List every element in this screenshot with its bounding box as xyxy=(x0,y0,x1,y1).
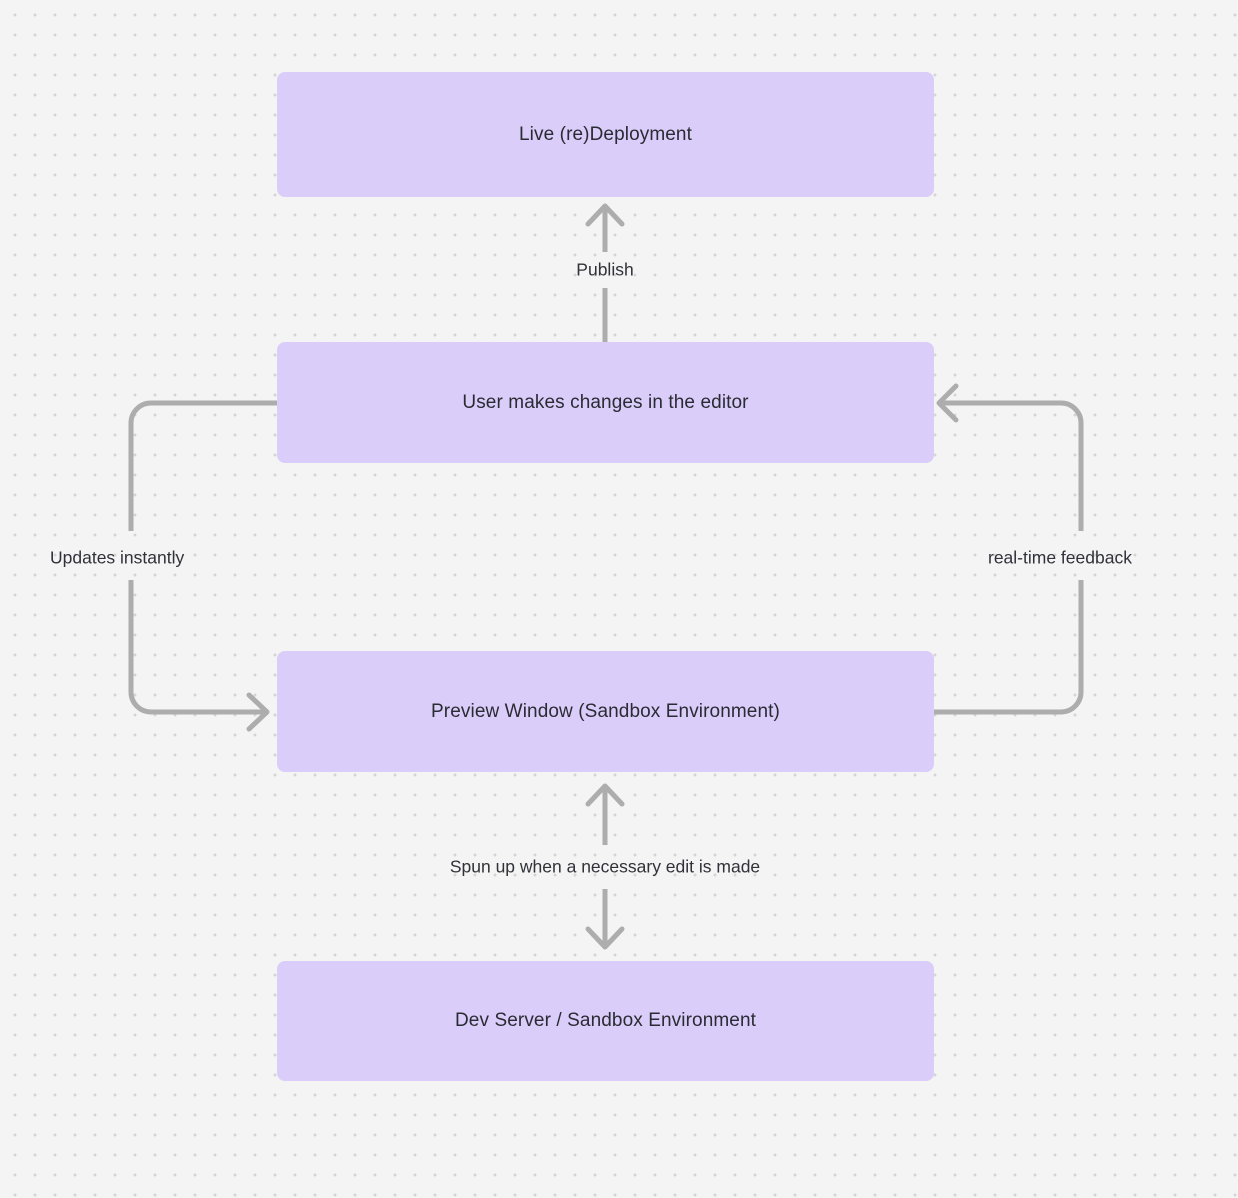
node-preview-window[interactable]: Preview Window (Sandbox Environment) xyxy=(277,651,934,772)
edge-spunup-arrowhead-down xyxy=(585,926,625,950)
edge-label-publish: Publish xyxy=(576,259,634,280)
edge-label-spun-up: Spun up when a necessary edit is made xyxy=(449,856,761,877)
node-preview-window-label: Preview Window (Sandbox Environment) xyxy=(431,700,780,722)
edge-feedback-upper-segment xyxy=(940,400,1084,531)
edge-updates-upper-segment xyxy=(128,400,277,531)
node-dev-server[interactable]: Dev Server / Sandbox Environment xyxy=(277,961,934,1081)
node-live-redeployment[interactable]: Live (re)Deployment xyxy=(277,72,934,197)
node-live-redeployment-label: Live (re)Deployment xyxy=(519,123,692,145)
edge-feedback-lower-segment xyxy=(934,580,1084,715)
node-user-makes-changes[interactable]: User makes changes in the editor xyxy=(277,342,934,463)
edge-publish-arrowhead-up xyxy=(585,203,625,227)
edge-label-realtime-feedback: real-time feedback xyxy=(988,547,1132,568)
node-user-makes-changes-label: User makes changes in the editor xyxy=(462,391,749,413)
edge-feedback-arrowhead-left xyxy=(936,383,959,423)
edge-updates-arrowhead-right xyxy=(246,692,270,732)
node-dev-server-label: Dev Server / Sandbox Environment xyxy=(454,1010,756,1032)
edge-updates-lower-segment xyxy=(128,580,266,715)
edge-label-updates-instantly: Updates instantly xyxy=(50,547,185,568)
edge-spunup-arrowhead-up xyxy=(585,783,625,807)
